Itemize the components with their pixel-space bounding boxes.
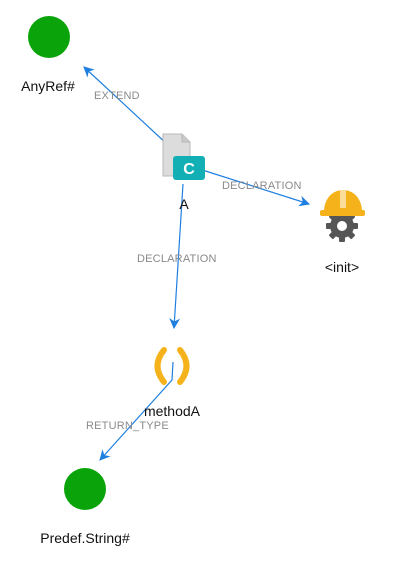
class-badge <box>173 156 205 180</box>
predef-string-circle-icon <box>64 468 106 510</box>
edge-label-declaration-init: DECLARATION <box>222 180 302 192</box>
edge-declaration-init[interactable]: DECLARATION <box>195 167 311 207</box>
node-label-class-a: A <box>179 196 189 212</box>
method-parentheses-icon <box>154 347 190 385</box>
edge-label-extend: EXTEND <box>94 90 140 102</box>
edge-extend[interactable]: EXTEND <box>83 66 169 146</box>
gear-icon <box>326 210 358 242</box>
edge-label-return-type: RETURN_TYPE <box>86 420 169 432</box>
node-label-init: <init> <box>325 259 359 275</box>
edge-return-type[interactable]: RETURN_TYPE <box>86 361 174 461</box>
edge-label-declaration-method: DECLARATION <box>137 253 217 265</box>
node-class-a[interactable]: C A <box>162 133 205 212</box>
edge-declaration-method[interactable]: DECLARATION <box>137 183 217 330</box>
node-label-anyref: AnyRef# <box>21 78 75 94</box>
node-anyref[interactable]: AnyRef# <box>21 16 75 94</box>
node-init[interactable]: <init> <box>320 190 365 275</box>
node-label-method-a: methodA <box>144 403 201 419</box>
class-badge-letter: C <box>183 161 195 178</box>
hard-hat-icon <box>320 190 365 216</box>
constructor-icon <box>320 190 365 242</box>
anyref-circle-icon <box>28 16 70 58</box>
node-method-a[interactable]: methodA <box>144 347 201 419</box>
node-predef-string[interactable]: Predef.String# <box>40 468 130 546</box>
node-label-predef-string: Predef.String# <box>40 530 130 546</box>
